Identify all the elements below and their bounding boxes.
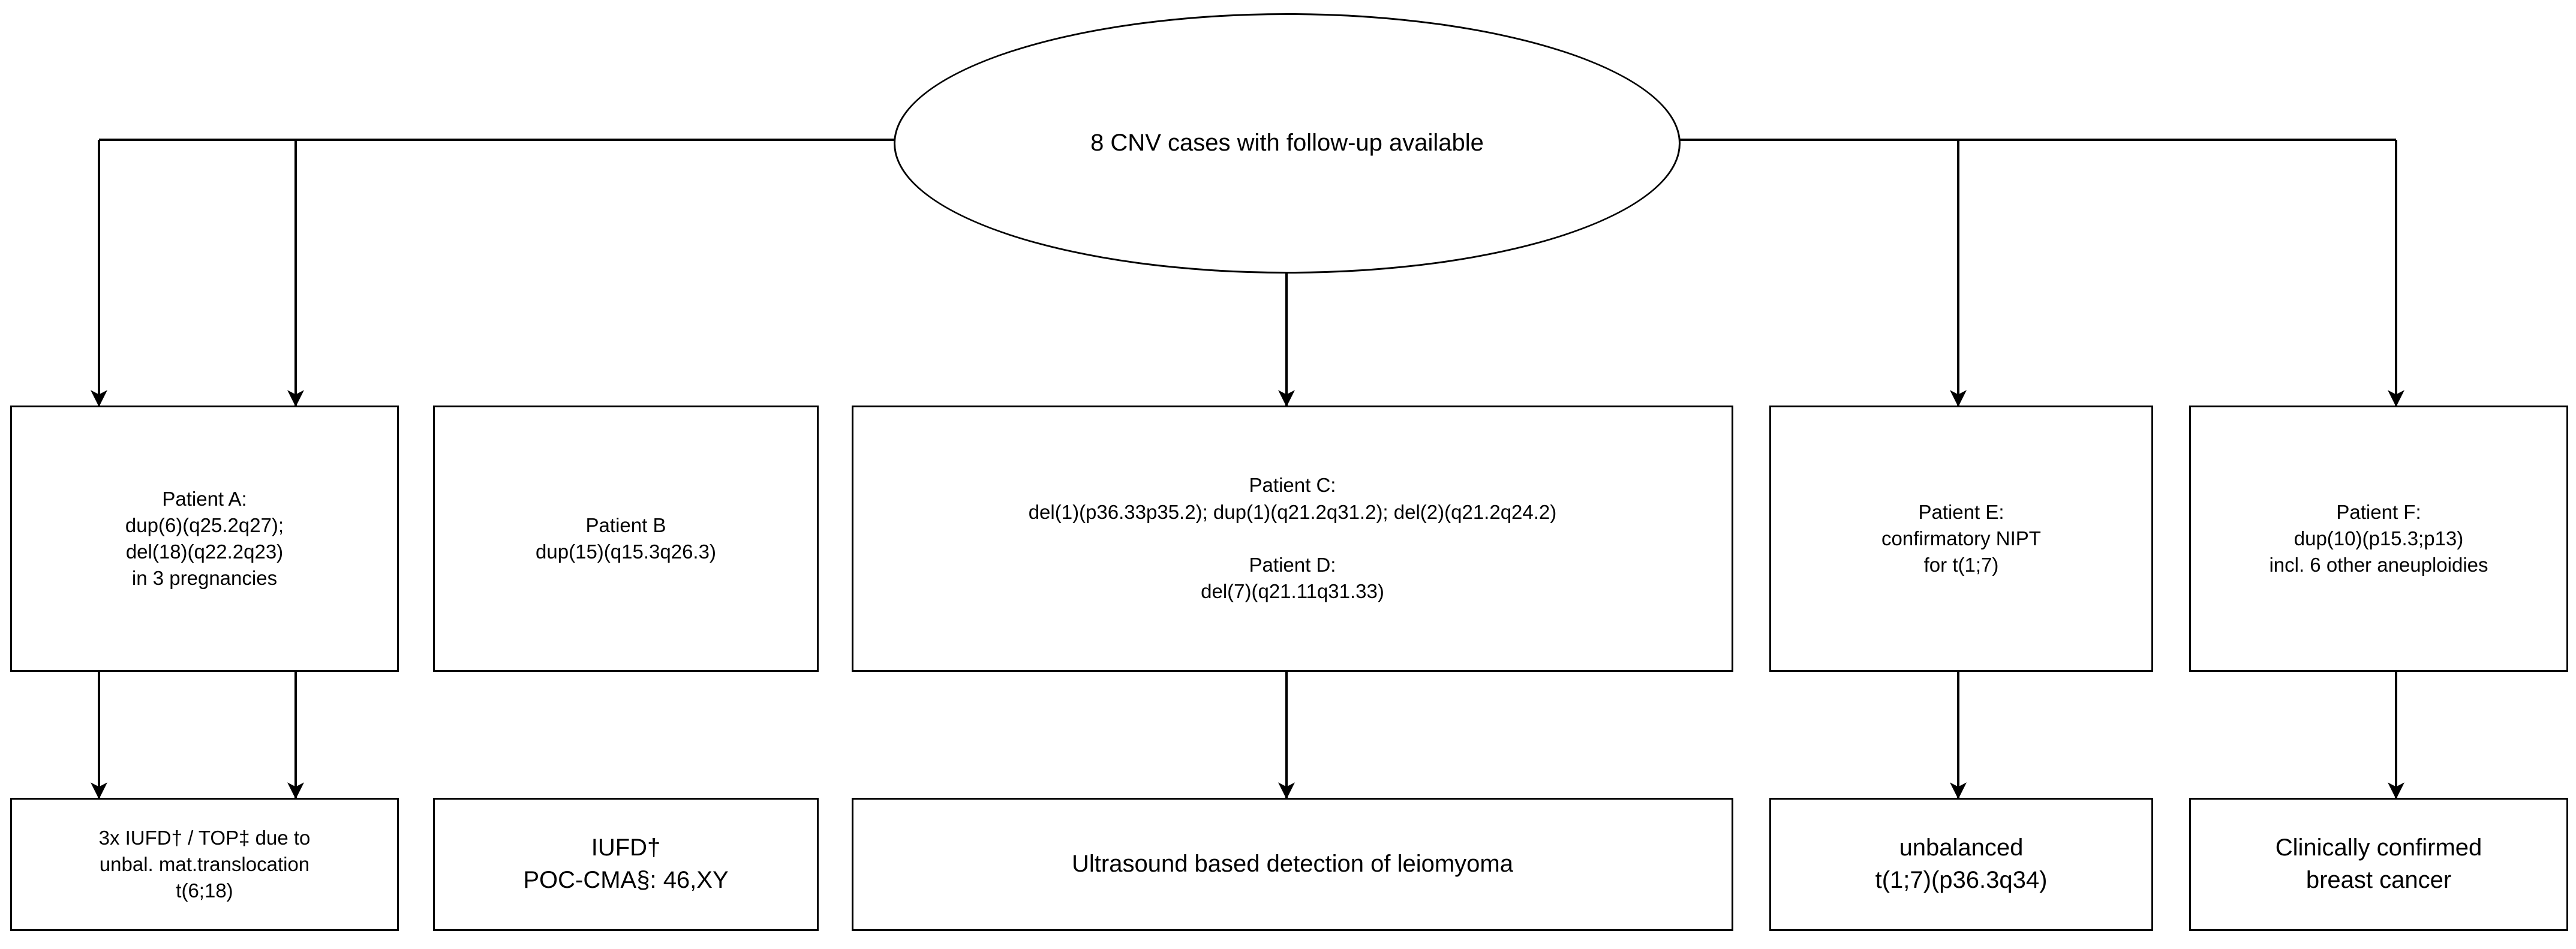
outcome-b-label: IUFD† POC-CMA§: 46,XY bbox=[523, 834, 729, 893]
patient-cd-label: Patient C: del(1)(p36.33p35.2); dup(1)(q… bbox=[1028, 474, 1557, 603]
outcome-cd-node[interactable]: Ultrasound based detection of leiomyoma bbox=[852, 798, 1733, 931]
patient-f-label: Patient F: dup(10)(p15.3;p13) incl. 6 ot… bbox=[2269, 500, 2488, 576]
patient-f-node[interactable]: Patient F: dup(10)(p15.3;p13) incl. 6 ot… bbox=[2189, 406, 2568, 672]
patient-b-label: Patient B dup(15)(q15.3q26.3) bbox=[536, 513, 716, 563]
outcome-a-node[interactable]: 3x IUFD† / TOP‡ due to unbal. mat.transl… bbox=[10, 798, 399, 931]
root-node-label: 8 CNV cases with follow-up available bbox=[1090, 130, 1484, 157]
outcome-f-node[interactable]: Clinically confirmed breast cancer bbox=[2189, 798, 2568, 931]
patient-b-node[interactable]: Patient B dup(15)(q15.3q26.3) bbox=[433, 406, 819, 672]
outcome-e-label: unbalanced t(1;7)(p36.3q34) bbox=[1875, 834, 2048, 893]
outcome-e-node[interactable]: unbalanced t(1;7)(p36.3q34) bbox=[1769, 798, 2153, 931]
patient-a-node[interactable]: Patient A: dup(6)(q25.2q27); del(18)(q22… bbox=[10, 406, 399, 672]
patient-cd-node[interactable]: Patient C: del(1)(p36.33p35.2); dup(1)(q… bbox=[852, 406, 1733, 672]
patient-e-node[interactable]: Patient E: confirmatory NIPT for t(1;7) bbox=[1769, 406, 2153, 672]
root-node[interactable]: 8 CNV cases with follow-up available bbox=[894, 13, 1681, 274]
outcome-a-label: 3x IUFD† / TOP‡ due to unbal. mat.transl… bbox=[98, 826, 311, 902]
outcome-f-label: Clinically confirmed breast cancer bbox=[2275, 834, 2482, 893]
patient-e-label: Patient E: confirmatory NIPT for t(1;7) bbox=[1881, 500, 2041, 576]
patient-a-label: Patient A: dup(6)(q25.2q27); del(18)(q22… bbox=[125, 487, 284, 590]
outcome-b-node[interactable]: IUFD† POC-CMA§: 46,XY bbox=[433, 798, 819, 931]
outcome-cd-label: Ultrasound based detection of leiomyoma bbox=[1072, 851, 1513, 878]
